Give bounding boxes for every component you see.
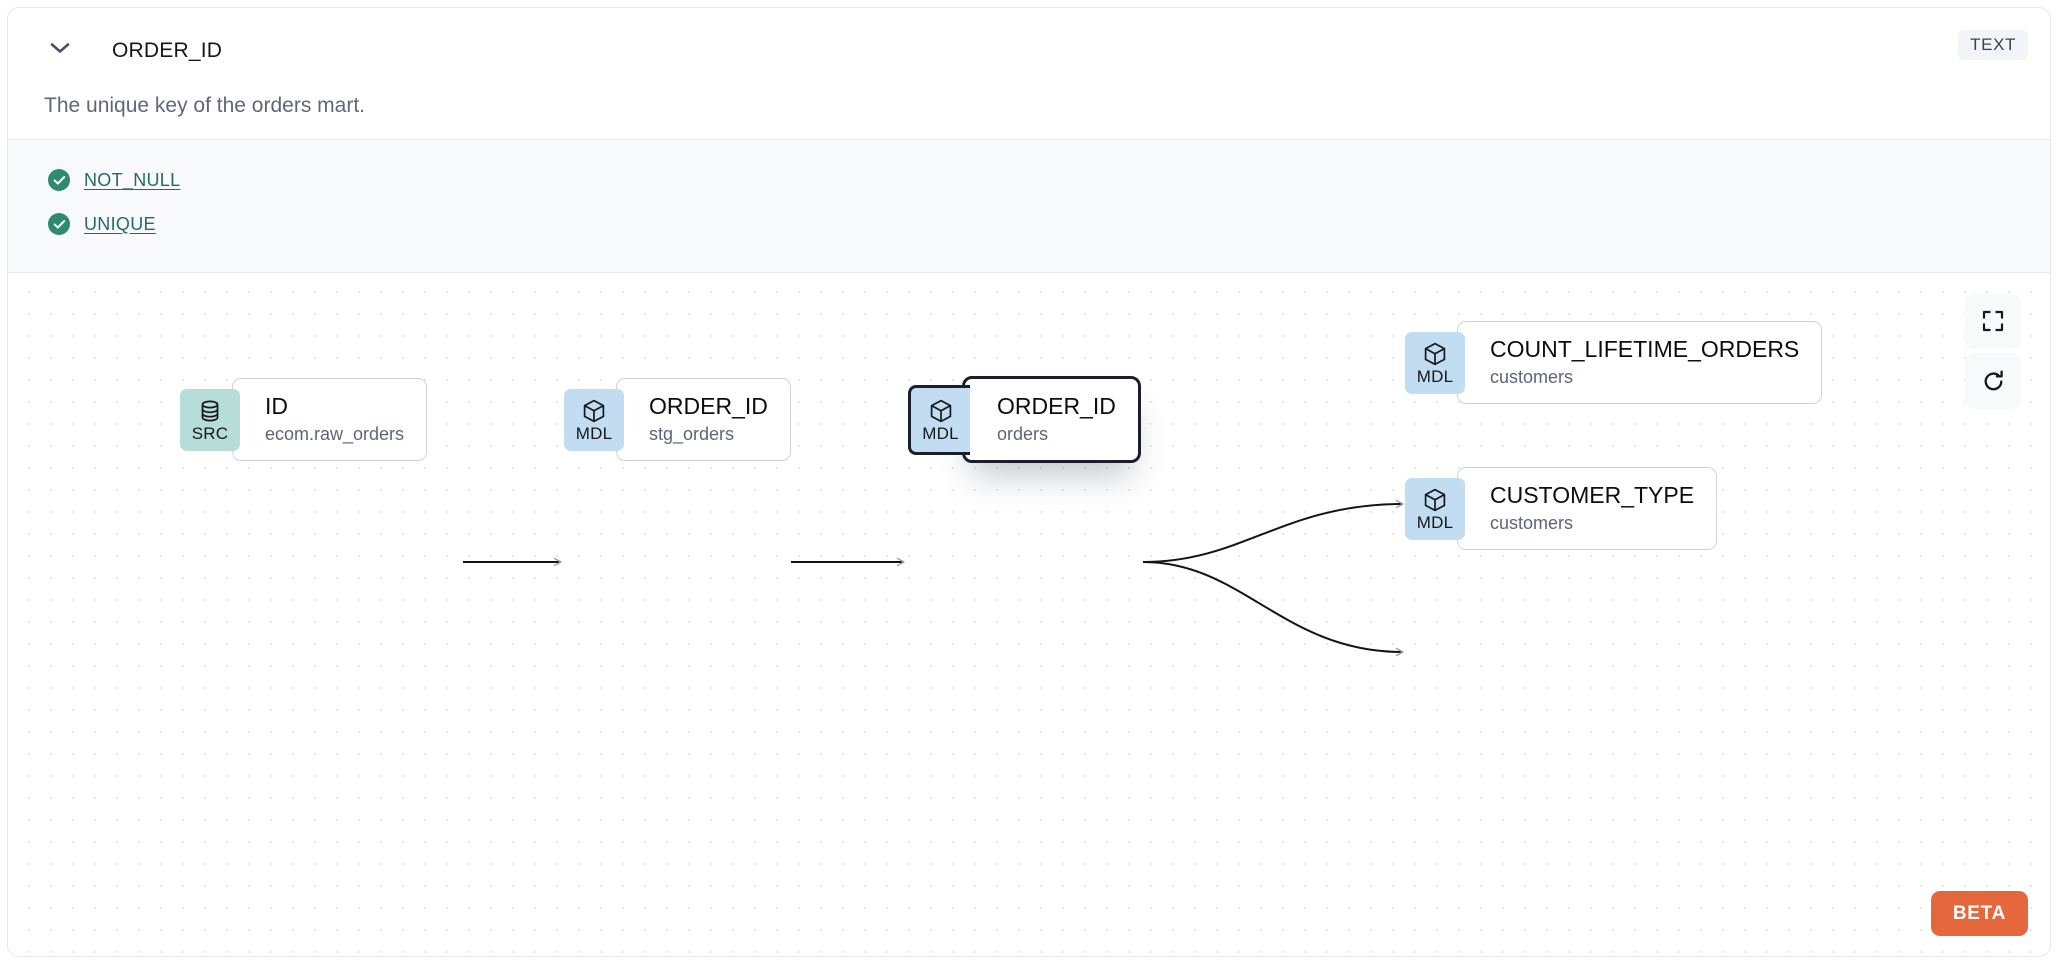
- canvas-controls: [1965, 293, 2021, 409]
- lineage-node-customer-type[interactable]: MDL CUSTOMER_TYPE customers: [1405, 467, 1718, 551]
- page-title: ORDER_ID: [112, 39, 223, 62]
- node-body: ID ecom.raw_orders: [232, 378, 428, 462]
- node-body: ORDER_ID stg_orders: [616, 378, 791, 462]
- node-subtitle: orders: [997, 424, 1049, 445]
- column-detail-card: ORDER_ID TEXT The unique key of the orde…: [7, 7, 2051, 957]
- cube-icon: [1424, 488, 1446, 511]
- cube-icon: [930, 399, 951, 422]
- chevron-down-icon[interactable]: [46, 38, 74, 58]
- lineage-node-src-id[interactable]: SRC ID ecom.raw_orders: [180, 378, 428, 462]
- node-name: CUSTOMER_TYPE: [1490, 482, 1695, 508]
- beta-badge[interactable]: BETA: [1930, 891, 2028, 936]
- node-body: ORDER_ID orders: [962, 376, 1141, 464]
- node-kind-chip: MDL: [1405, 331, 1465, 394]
- lineage-edges: [463, 499, 1404, 657]
- node-kind-label: MDL: [575, 423, 613, 443]
- edge-orders-to-customer-type: [1142, 561, 1404, 657]
- lineage-canvas[interactable]: SRC ID ecom.raw_orders MDL ORDER_ID stg_…: [8, 274, 2050, 956]
- column-type-badge: TEXT: [1958, 30, 2028, 60]
- card-header: ORDER_ID TEXT The unique key of the orde…: [8, 8, 2050, 116]
- check-circle-icon: [48, 169, 70, 191]
- node-kind-label: SRC: [191, 423, 229, 443]
- node-name: ORDER_ID: [649, 393, 768, 419]
- edge-orders-to-count-lifetime-orders: [1142, 499, 1404, 563]
- reset-icon[interactable]: [1965, 353, 2021, 409]
- node-kind-label: MDL: [922, 423, 959, 443]
- node-name: ORDER_ID: [997, 393, 1116, 419]
- node-subtitle: customers: [1490, 513, 1574, 534]
- node-subtitle: ecom.raw_orders: [265, 424, 405, 445]
- node-subtitle: stg_orders: [649, 424, 735, 445]
- tests-section: NOT_NULL UNIQUE: [8, 139, 2050, 273]
- node-kind-chip: MDL: [1405, 477, 1465, 540]
- test-link-unique[interactable]: UNIQUE: [84, 213, 156, 234]
- cube-icon: [583, 399, 605, 422]
- column-description: The unique key of the orders mart.: [44, 94, 365, 117]
- node-body: CUSTOMER_TYPE customers: [1457, 467, 1718, 551]
- test-row: NOT_NULL: [48, 158, 2050, 202]
- node-kind-chip: MDL: [908, 384, 970, 455]
- lineage-node-orders[interactable]: MDL ORDER_ID orders: [908, 376, 1141, 464]
- node-kind-label: MDL: [1416, 366, 1454, 386]
- node-kind-label: MDL: [1416, 512, 1454, 532]
- fit-view-icon[interactable]: [1965, 293, 2021, 349]
- lineage-node-count-lifetime-orders[interactable]: MDL COUNT_LIFETIME_ORDERS customers: [1405, 321, 1823, 405]
- node-body: COUNT_LIFETIME_ORDERS customers: [1457, 321, 1823, 405]
- database-icon: [201, 400, 219, 422]
- test-link-not-null[interactable]: NOT_NULL: [84, 169, 181, 190]
- node-name: COUNT_LIFETIME_ORDERS: [1490, 336, 1800, 362]
- node-kind-chip: SRC: [180, 388, 240, 451]
- node-subtitle: customers: [1490, 367, 1574, 388]
- check-circle-icon: [48, 213, 70, 235]
- lineage-node-stg-orders[interactable]: MDL ORDER_ID stg_orders: [564, 378, 791, 462]
- node-kind-chip: MDL: [564, 388, 624, 451]
- test-row: UNIQUE: [48, 202, 2050, 246]
- cube-icon: [1424, 342, 1446, 365]
- node-name: ID: [265, 393, 288, 419]
